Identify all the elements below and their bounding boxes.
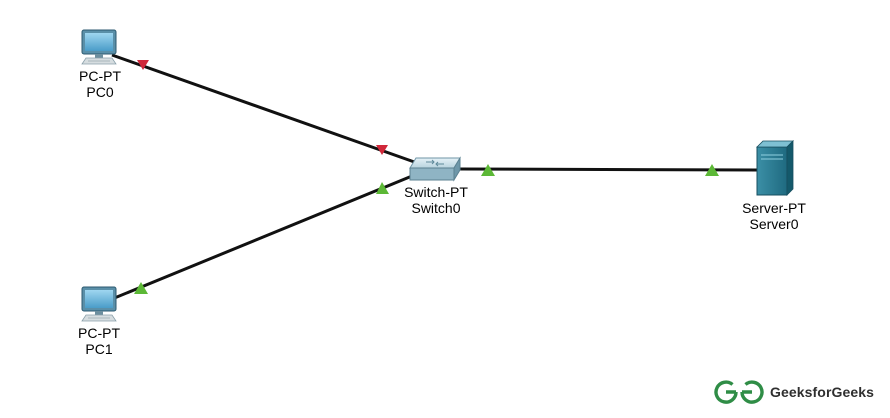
device-name: PC0 [86, 84, 114, 100]
desktop-computer-icon[interactable] [81, 29, 117, 65]
device-model: PC-PT [78, 325, 120, 341]
device-label-pc0: PC-PT PC0 [72, 68, 128, 100]
device-label-server0: Server-PT Server0 [732, 200, 816, 232]
brand-name: GeeksforGeeks [770, 384, 875, 400]
device-name: Switch0 [411, 200, 461, 216]
link-status-down-pc0-end [137, 60, 149, 70]
device-model: Server-PT [742, 200, 806, 216]
device-label-switch0: Switch-PT Switch0 [396, 184, 476, 216]
geeksforgeeks-logo-icon [714, 380, 764, 404]
desktop-computer-icon[interactable] [81, 286, 117, 322]
geeksforgeeks-logo: GeeksforGeeks [714, 377, 874, 407]
server-tower-icon[interactable] [756, 140, 794, 196]
link-status-up-pc1-end [134, 282, 148, 294]
link-status-up-switch0-end-b [376, 182, 389, 194]
device-name: PC1 [85, 341, 113, 357]
device-label-pc1: PC-PT PC1 [70, 325, 128, 357]
device-name: Server0 [749, 216, 799, 232]
link-status-up-server0-end [705, 164, 719, 176]
device-model: PC-PT [79, 68, 121, 84]
link-status-up-switch0-end-c [481, 164, 495, 176]
link-status-down-switch0-end-a [376, 145, 388, 155]
device-model: Switch-PT [404, 184, 468, 200]
link-pc0-switch0[interactable] [111, 53, 421, 166]
network-switch-icon[interactable] [409, 156, 461, 182]
link-switch0-server0[interactable] [459, 167, 758, 172]
link-pc1-switch0[interactable] [111, 174, 413, 301]
